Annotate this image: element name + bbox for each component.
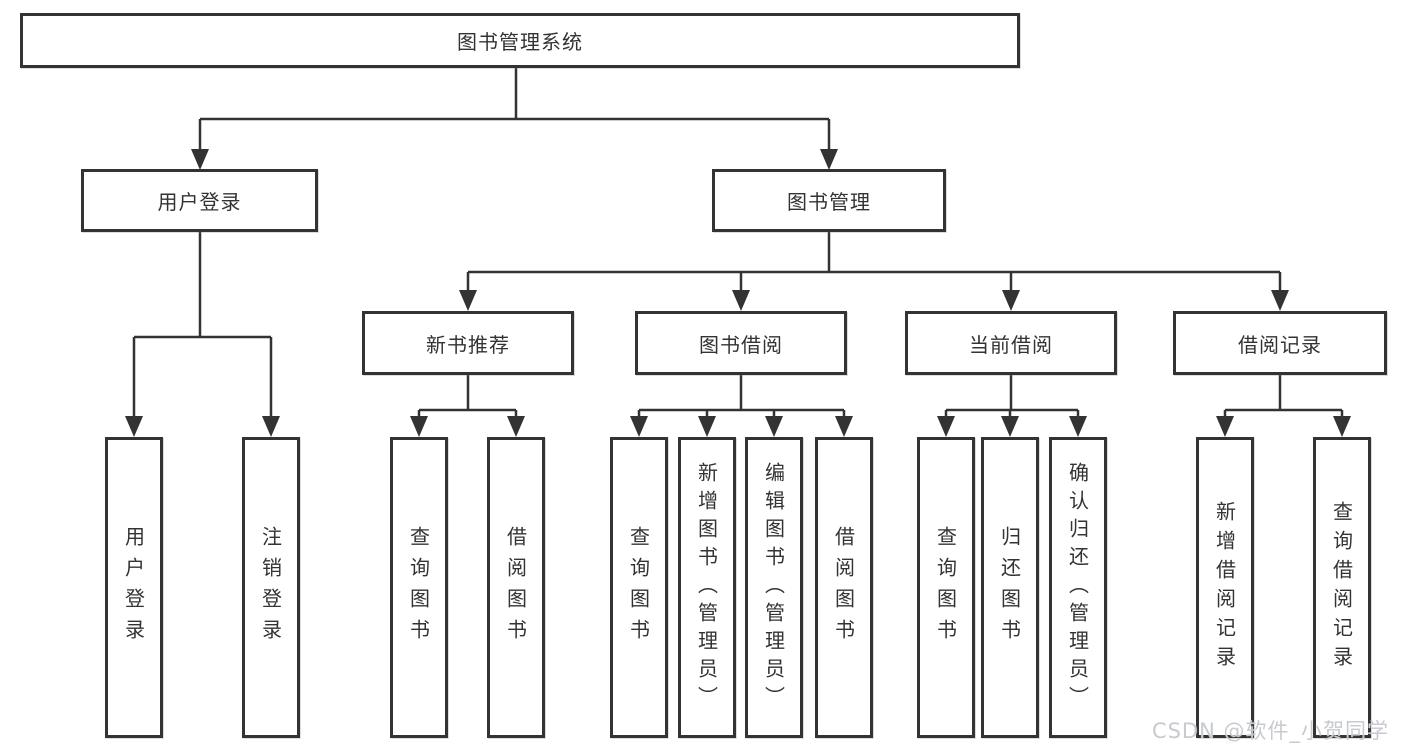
connector-user-login-to-leaves <box>132 232 273 418</box>
node-new-book-recommendation-label: 新书推荐 <box>426 332 510 357</box>
leaf-query-books-current: 查询图书 <box>917 437 975 738</box>
leaf-logout: 注销登录 <box>242 437 300 738</box>
node-new-book-recommendation: 新书推荐 <box>362 311 574 375</box>
connector-new-book-to-leaves <box>417 375 518 418</box>
csdn-watermark: CSDN @软件_小贺同学 <box>1151 719 1389 743</box>
node-book-borrowing: 图书借阅 <box>635 311 847 375</box>
arrowheads-level2 <box>191 149 838 170</box>
node-borrowing-records: 借阅记录 <box>1173 311 1387 375</box>
connector-root-to-level2 <box>198 68 831 150</box>
arrowheads-book-borrowing-leaves <box>630 416 853 437</box>
node-user-login: 用户登录 <box>81 169 318 232</box>
node-book-management: 图书管理 <box>712 169 946 232</box>
node-book-management-label: 图书管理 <box>787 190 871 214</box>
leaf-query-books-recommend: 查询图书 <box>390 437 448 738</box>
node-book-borrowing-label: 图书借阅 <box>699 332 783 357</box>
node-root-system: 图书管理系统 <box>20 13 1020 68</box>
arrowheads-current-borrowing-leaves <box>937 416 1087 437</box>
leaf-return-book: 归还图书 <box>981 437 1039 738</box>
leaf-query-books-borrowing: 查询图书 <box>610 437 668 738</box>
leaf-borrow-books-borrowing: 借阅图书 <box>815 437 873 738</box>
connector-book-management-to-groups <box>466 232 1282 292</box>
leaf-add-borrow-record: 新增借阅记录 <box>1196 437 1254 738</box>
node-current-borrowing-label: 当前借阅 <box>969 332 1053 357</box>
node-current-borrowing: 当前借阅 <box>905 311 1117 375</box>
leaf-query-borrow-record: 查询借阅记录 <box>1313 437 1371 738</box>
connector-borrowing-records-to-leaves <box>1223 375 1344 418</box>
connector-book-borrowing-to-leaves <box>637 375 846 418</box>
leaf-add-book-admin: 新增图书（管理员） <box>678 437 736 738</box>
node-borrowing-records-label: 借阅记录 <box>1238 332 1322 357</box>
leaf-edit-book-admin: 编辑图书（管理员） <box>745 437 803 738</box>
leaf-confirm-return-admin: 确认归还（管理员） <box>1049 437 1107 738</box>
leaf-user-login: 用户登录 <box>105 437 163 738</box>
node-user-login-label: 用户登录 <box>157 190 242 214</box>
arrowheads-borrowing-records-leaves <box>1216 416 1351 437</box>
connector-current-borrowing-to-leaves <box>944 375 1080 418</box>
arrowheads-new-book-leaves <box>410 416 525 437</box>
arrowheads-level3 <box>459 290 1289 311</box>
node-root-system-label: 图书管理系统 <box>457 30 583 54</box>
leaf-borrow-books-recommend: 借阅图书 <box>487 437 545 738</box>
arrowheads-user-login-leaves <box>125 416 280 437</box>
